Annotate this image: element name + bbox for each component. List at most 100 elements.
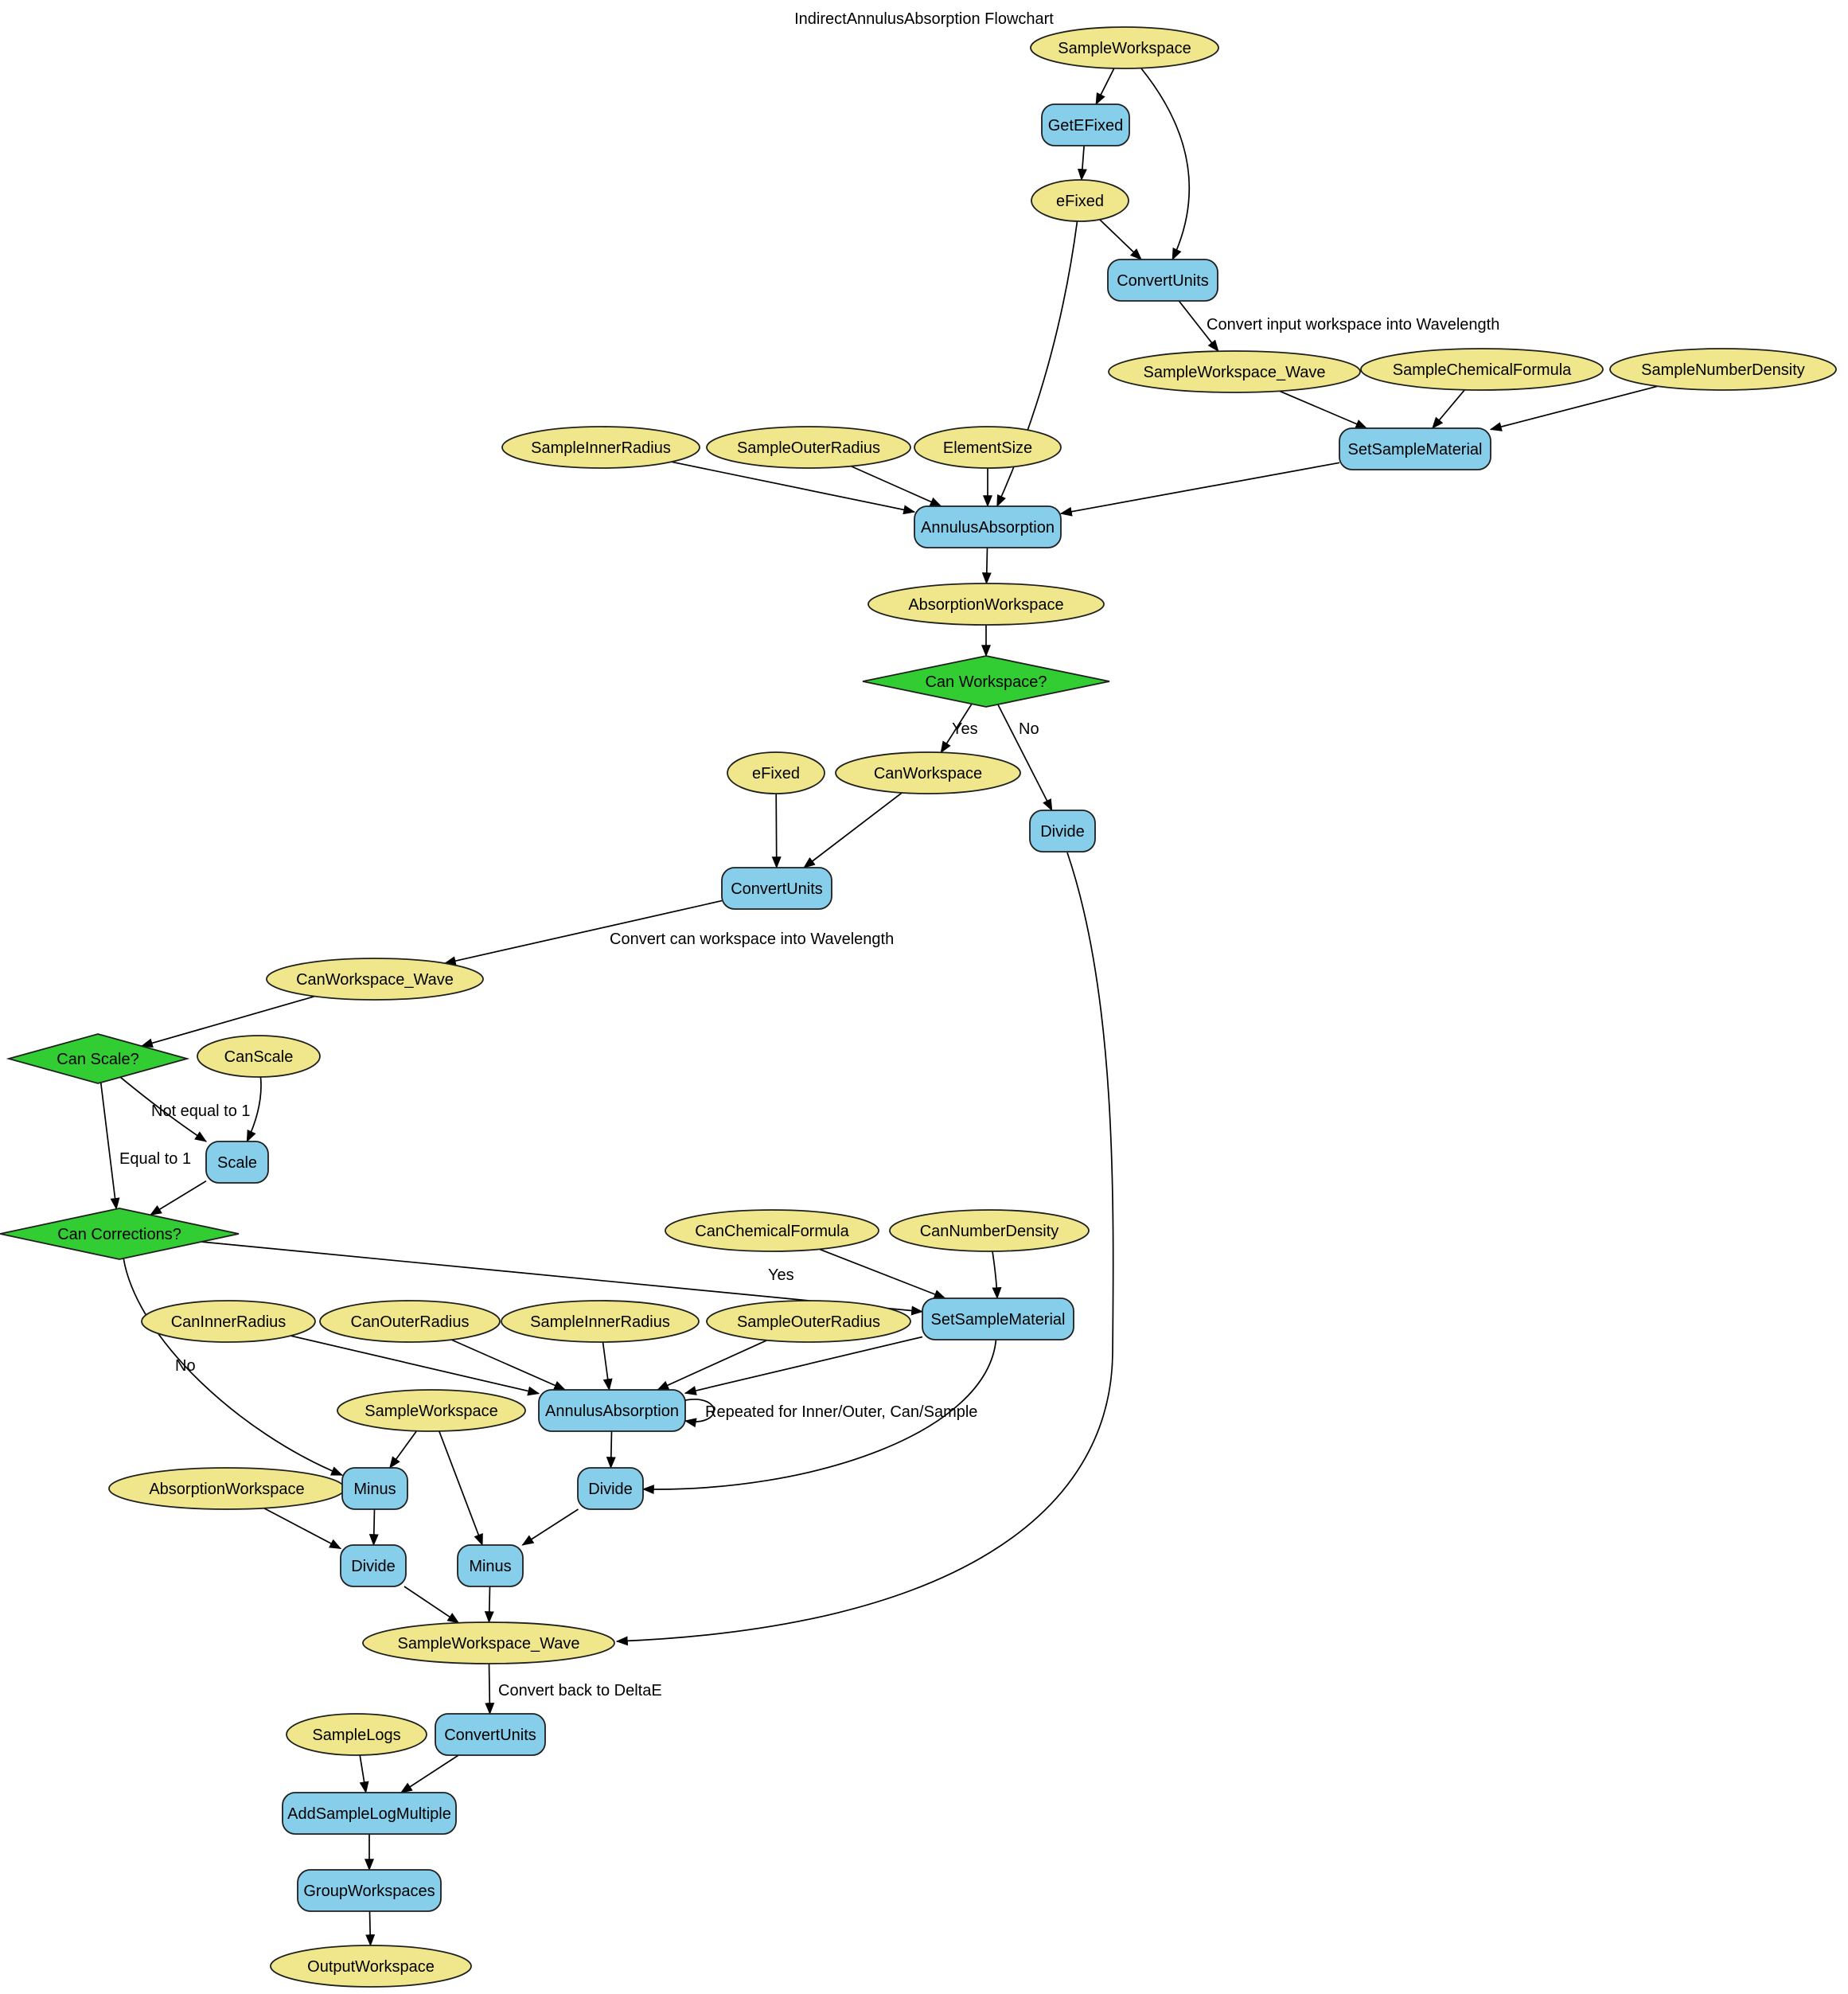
node-can_workspace_q: Can Workspace? (862, 655, 1110, 708)
node-sample_workspace_wave_1: SampleWorkspace_Wave (1108, 350, 1361, 393)
node-sample_workspace_wave_2: SampleWorkspace_Wave (362, 1621, 615, 1664)
node-annulus_absorption_2: AnnulusAbsorption (538, 1389, 686, 1432)
edge-sample_workspace_2-to-minus_2 (439, 1430, 483, 1547)
node-convert_units_3: ConvertUnits (435, 1713, 546, 1756)
algorithm-box (205, 1141, 269, 1184)
edge-sample_inner_radius_1-to-annulus_absorption_1 (671, 461, 916, 515)
edge-absorption_workspace_2-to-divide_3 (263, 1507, 342, 1550)
workspace-ellipse (270, 1945, 472, 1988)
edge-sample_workspace_wave_1-to-set_sample_material_1 (1279, 390, 1368, 429)
algorithm-box (1107, 259, 1218, 302)
edge-label: No (175, 1357, 196, 1375)
edge-set_sample_material_1-to-annulus_absorption_1 (1059, 462, 1340, 517)
edge-can_chemical_formula-to-set_sample_material_2 (819, 1248, 946, 1299)
node-can_scale_q: Can Scale? (6, 1033, 190, 1084)
algorithm-box (922, 1297, 1074, 1340)
edge-efixed_1-to-convert_units_1 (1099, 219, 1142, 260)
node-label: CanOuterRadius (351, 1313, 470, 1331)
node-divide_1: Divide (1029, 810, 1096, 853)
edge-label: Equal to 1 (119, 1150, 191, 1168)
edge-label: Yes (768, 1266, 794, 1284)
algorithm-box (341, 1467, 408, 1510)
node-label: OutputWorkspace (307, 1958, 435, 1976)
workspace-ellipse (727, 751, 825, 794)
edge-group_workspaces-to-output_workspace (365, 1910, 376, 1947)
node-label: Can Scale? (57, 1051, 138, 1068)
node-label: CanScale (224, 1048, 294, 1066)
node-label: Can Corrections? (57, 1226, 181, 1243)
node-label: Divide (1040, 823, 1085, 841)
workspace-ellipse (914, 426, 1062, 469)
node-sample_inner_radius_2: SampleInnerRadius (501, 1300, 700, 1343)
edge-label: Convert can workspace into Wavelength (610, 931, 894, 948)
edge-sample_workspace_wave_2-to-convert_units_3 (485, 1663, 495, 1715)
workspace-ellipse (266, 958, 484, 1001)
node-label: SampleNumberDensity (1641, 361, 1805, 379)
node-divide_3: Divide (340, 1544, 407, 1587)
node-get_efixed: GetEFixed (1041, 103, 1130, 146)
edge-can_corrections_q-to-minus_1 (123, 1258, 344, 1476)
algorithm-box (297, 1869, 442, 1912)
edge-set_sample_material_2-to-annulus_absorption_2 (684, 1336, 923, 1395)
algorithm-box (340, 1544, 407, 1587)
node-can_workspace: CanWorkspace (835, 751, 1021, 794)
node-label: GroupWorkspaces (303, 1883, 435, 1900)
workspace-ellipse (1031, 179, 1129, 222)
edge-sample_outer_radius_2-to-annulus_absorption_2 (657, 1339, 768, 1391)
node-set_sample_material_1: SetSampleMaterial (1339, 427, 1491, 470)
edge-can_number_density-to-set_sample_material_2 (992, 1251, 1002, 1300)
edge-set_sample_material_2-to-divide_2 (641, 1339, 997, 1495)
node-sample_chemical_formula: SampleChemicalFormula (1360, 348, 1604, 391)
node-label: ElementSize (943, 439, 1032, 457)
edge-can_workspace_wave-to-can_scale_q (140, 995, 315, 1048)
workspace-ellipse (319, 1300, 501, 1343)
node-label: SampleOuterRadius (737, 439, 880, 457)
node-sample_workspace: SampleWorkspace (1030, 26, 1219, 69)
node-label: CanInnerRadius (171, 1313, 287, 1331)
edge-can_scale-to-scale (246, 1076, 262, 1143)
node-label: Divide (351, 1558, 396, 1575)
edge-label: Convert input workspace into Wavelength (1207, 316, 1499, 334)
node-label: AnnulusAbsorption (921, 519, 1055, 537)
edge-can_inner_radius-to-annulus_absorption_2 (290, 1335, 540, 1396)
node-label: AbsorptionWorkspace (908, 596, 1063, 614)
node-label: ConvertUnits (444, 1727, 536, 1744)
node-label: ConvertUnits (1117, 272, 1209, 290)
node-label: Minus (353, 1481, 396, 1498)
edge-efixed_1-to-annulus_absorption_1 (996, 220, 1078, 508)
algorithm-box (538, 1389, 686, 1432)
node-output_workspace: OutputWorkspace (270, 1945, 472, 1988)
node-label: SampleWorkspace_Wave (398, 1635, 580, 1653)
edge-efixed_2-to-convert_units_2 (771, 793, 782, 869)
workspace-ellipse (197, 1035, 321, 1078)
edge-can_outer_radius-to-annulus_absorption_2 (450, 1339, 567, 1391)
node-label: Scale (217, 1154, 257, 1172)
node-can_corrections_q: Can Corrections? (0, 1208, 240, 1260)
edge-sample_workspace-to-convert_units_1 (1140, 68, 1191, 261)
algorithm-box (1041, 103, 1130, 146)
algorithm-box (435, 1713, 546, 1756)
decision-diamond (862, 655, 1110, 708)
node-can_outer_radius: CanOuterRadius (319, 1300, 501, 1343)
algorithm-box (721, 867, 832, 910)
edge-divide_3-to-sample_workspace_wave_2 (404, 1586, 460, 1624)
edge-label: No (1019, 720, 1039, 738)
node-label: AbsorptionWorkspace (149, 1481, 304, 1498)
node-label: SetSampleMaterial (1348, 441, 1483, 459)
algorithm-box (914, 505, 1062, 548)
node-sample_logs: SampleLogs (286, 1713, 427, 1756)
edge-can_workspace-to-convert_units_2 (803, 792, 903, 868)
node-divide_2: Divide (577, 1467, 644, 1510)
node-efixed_2: eFixed (727, 751, 825, 794)
node-label: SampleInnerRadius (531, 439, 671, 457)
node-absorption_workspace_1: AbsorptionWorkspace (867, 583, 1105, 626)
node-label: SampleLogs (312, 1727, 400, 1744)
node-sample_outer_radius_2: SampleOuterRadius (706, 1300, 911, 1343)
workspace-ellipse (1609, 348, 1837, 391)
node-label: SampleChemicalFormula (1393, 361, 1572, 379)
node-label: ConvertUnits (731, 880, 823, 898)
node-label: SetSampleMaterial (931, 1311, 1066, 1329)
node-label: GetEFixed (1048, 117, 1123, 135)
node-sample_number_density: SampleNumberDensity (1609, 348, 1837, 391)
